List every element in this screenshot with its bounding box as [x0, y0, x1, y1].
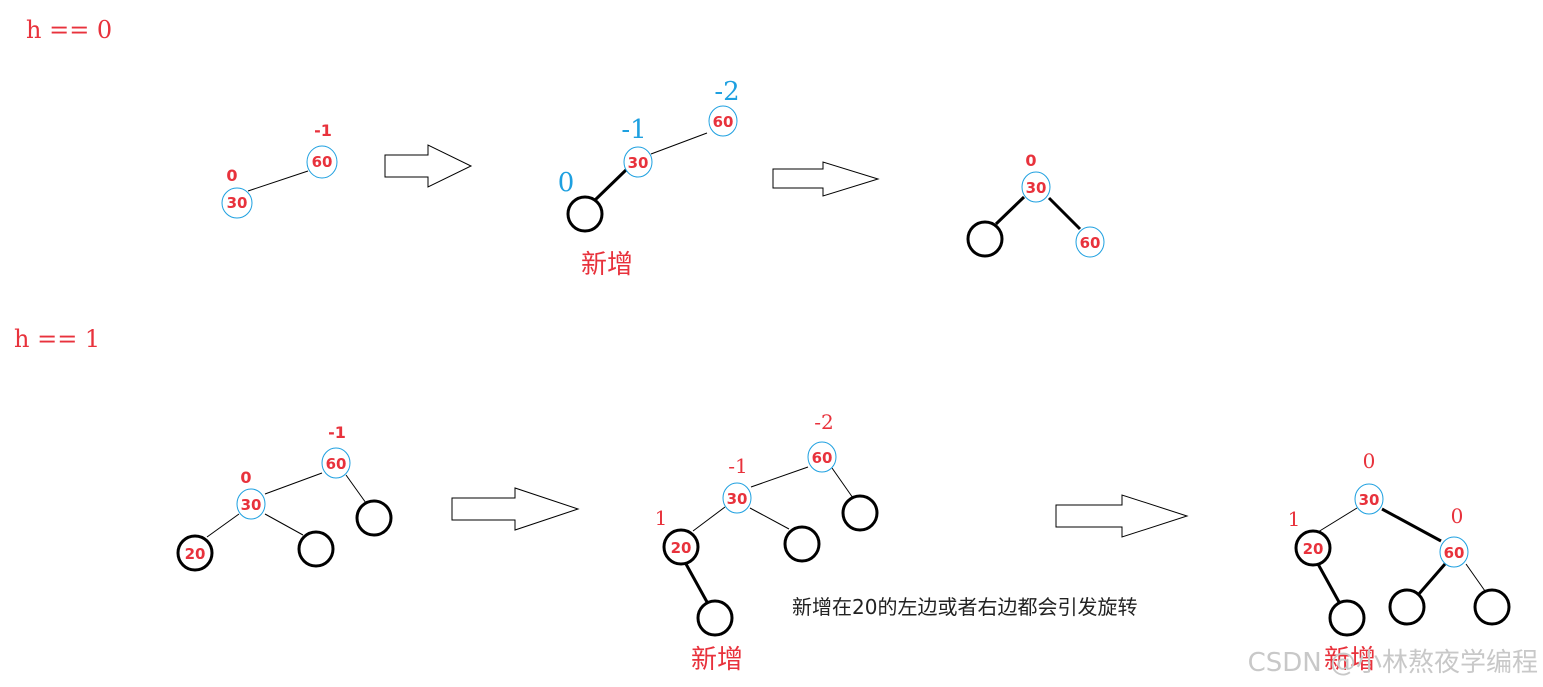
balance-30: 0: [226, 166, 237, 185]
edge-60-left: [1416, 563, 1447, 596]
row2-tree-rotated: 30 20 60 0 1 0 新增: [1288, 449, 1511, 675]
balance-30: -1: [621, 115, 646, 145]
arrow-right-icon: [451, 487, 580, 531]
row1-tree-rotated: 30 60 0: [966, 151, 1105, 258]
edge-30-right: [264, 513, 304, 536]
node-new: [696, 599, 734, 637]
edge-20-child: [1316, 563, 1341, 603]
heading-h1: h == 1: [14, 325, 100, 353]
arrow-right-icon: [772, 161, 880, 197]
node-30-label: 30: [1026, 179, 1047, 197]
node-60: [306, 145, 338, 179]
edge-30-60: [1381, 507, 1442, 543]
node-60-right-child: [355, 499, 393, 537]
node-left: [966, 220, 1004, 258]
node-60-label: 60: [312, 153, 333, 171]
label-new-insert: 新增: [1324, 645, 1376, 675]
balance-20: 1: [1288, 507, 1301, 531]
node-60-right-child: [1473, 588, 1511, 626]
node-30: [221, 187, 253, 219]
balance-60: 0: [1451, 504, 1464, 528]
node-60: [807, 441, 837, 473]
edge-60-right: [831, 467, 854, 499]
edge-30-20: [692, 506, 726, 532]
edge-30-60: [750, 466, 809, 488]
node-20-label: 20: [185, 545, 206, 563]
edge-30-20: [206, 513, 240, 538]
balance-60: -2: [814, 410, 833, 434]
label-new-insert: 新增: [581, 250, 633, 280]
balance-new: 0: [558, 168, 575, 198]
row2-tree-before: 60 30 20 -1 0: [176, 423, 393, 572]
node-60-label: 60: [713, 113, 734, 131]
node-60-label: 60: [812, 449, 833, 467]
balance-30: -1: [728, 454, 747, 478]
edge-new-30: [592, 168, 628, 203]
node-new: [566, 195, 604, 233]
node-30-right-child: [783, 525, 821, 563]
row2-tree-inserted: 60 30 20 -2 -1 1 新增: [655, 410, 879, 675]
node-60: [321, 447, 351, 479]
balance-30: 0: [1025, 151, 1036, 170]
node-30: [623, 146, 653, 178]
edge-30-20: [1317, 507, 1358, 533]
edge-30-60: [650, 132, 708, 155]
node-20-label: 20: [671, 539, 692, 557]
node-30-label: 30: [727, 490, 748, 508]
edge-60-right: [345, 474, 367, 504]
node-60: [1439, 536, 1469, 568]
label-new-insert: 新增: [691, 645, 743, 675]
balance-20: 1: [655, 506, 668, 530]
node-20-label: 20: [1303, 540, 1324, 558]
node-30-label: 30: [1359, 491, 1380, 509]
balance-60: -2: [714, 77, 739, 107]
node-60-label: 60: [326, 455, 347, 473]
node-60-left-child: [1388, 588, 1426, 626]
edge-60-right: [1465, 563, 1486, 592]
row1-tree-inserted: 60 30 -2 -1 0 新增: [558, 77, 740, 280]
node-60-label: 60: [1080, 234, 1101, 252]
node-20: [662, 528, 700, 566]
node-60: [708, 105, 738, 137]
edge-30-left: [994, 195, 1026, 226]
node-60-right-child: [841, 494, 879, 532]
node-30-label: 30: [628, 154, 649, 172]
rotation-note: 新增在20的左边或者右边都会引发旋转: [792, 595, 1137, 619]
edge-30-60: [1047, 196, 1082, 231]
edge-30-60: [264, 472, 323, 495]
node-20-child: [1328, 599, 1366, 637]
edge-20-new: [684, 563, 709, 603]
node-30-right-child: [297, 530, 335, 568]
node-20: [1294, 529, 1332, 567]
node-60-label: 60: [1444, 544, 1465, 562]
arrow-right-icon: [384, 144, 473, 188]
node-30: [1021, 171, 1051, 203]
row1-tree-before: 60 30 -1 0: [221, 121, 338, 219]
edge-30-right: [749, 507, 790, 530]
node-30: [1354, 483, 1384, 515]
balance-30: 0: [1363, 449, 1376, 473]
node-30-label: 30: [227, 194, 248, 212]
node-20: [176, 534, 214, 572]
balance-30: 0: [240, 468, 251, 487]
watermark: CSDN @小林熬夜学编程: [1248, 648, 1538, 678]
balance-60: -1: [314, 121, 332, 140]
heading-h0: h == 0: [26, 16, 112, 44]
arrow-right-icon: [1055, 494, 1189, 538]
node-30-label: 30: [241, 496, 262, 514]
node-30: [722, 482, 752, 514]
balance-60: -1: [328, 423, 346, 442]
node-30: [236, 488, 266, 520]
node-60: [1075, 226, 1105, 258]
edge-30-60: [247, 170, 309, 192]
